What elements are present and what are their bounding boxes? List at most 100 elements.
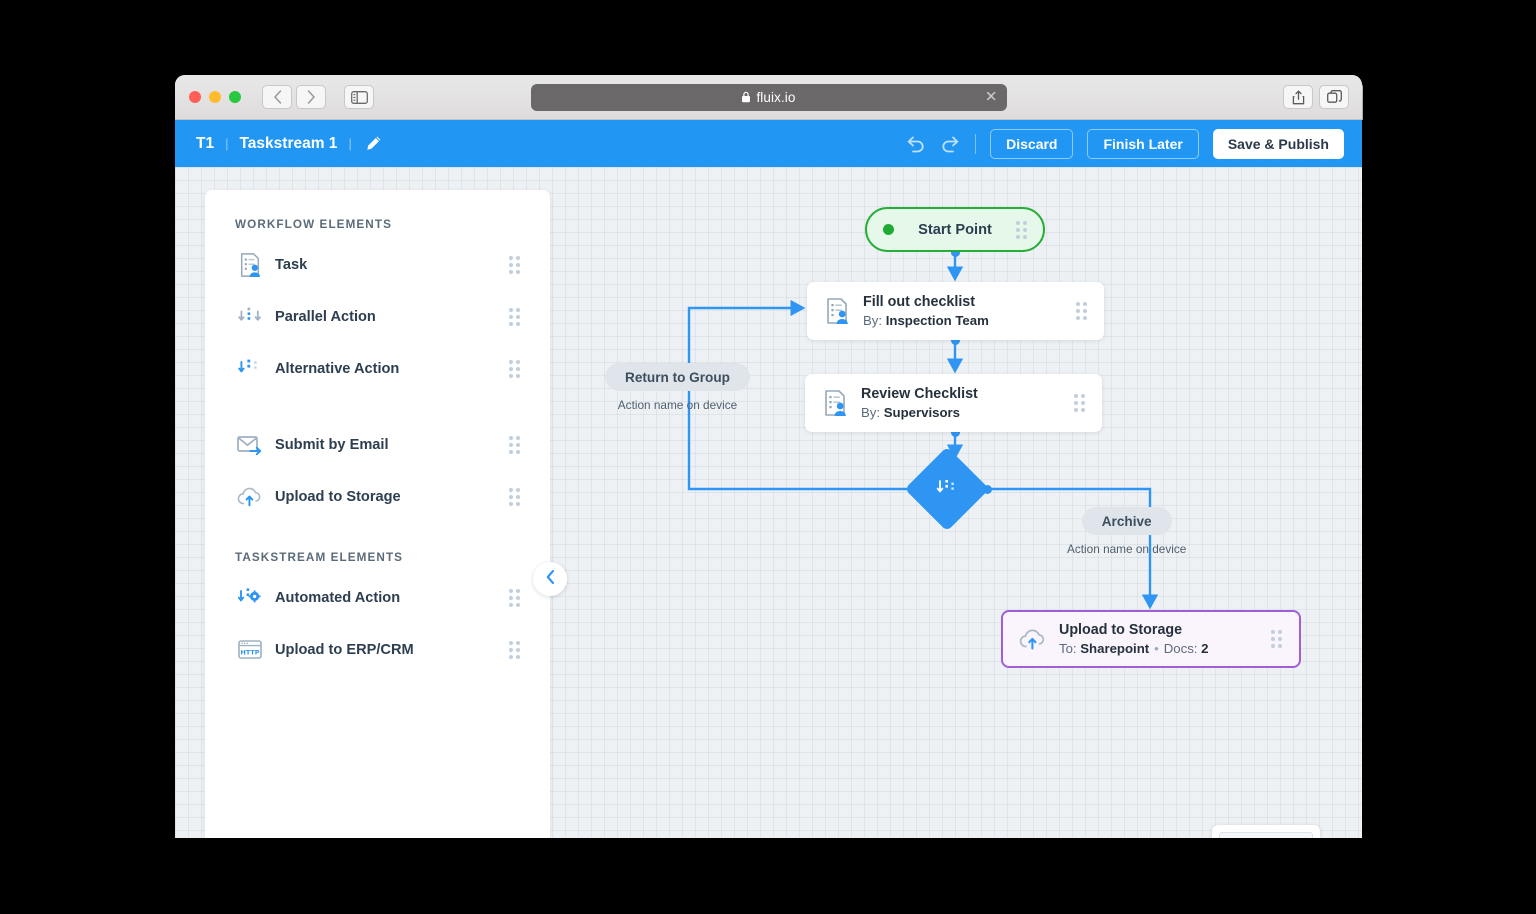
breadcrumb-separator-2: | (348, 136, 352, 151)
cloud-upload-icon (1018, 627, 1048, 652)
connector-port[interactable] (951, 248, 960, 257)
minimize-window-button[interactable] (209, 91, 221, 103)
node-meta-value: Supervisors (883, 404, 960, 420)
sidebar-item-upload-to-storage[interactable]: Upload to Storage (205, 471, 550, 523)
node-title: Fill out checklist (863, 294, 976, 311)
flow-nodes: Start Point (175, 167, 1362, 838)
chevron-left-icon (546, 569, 555, 589)
section-title-workflow-elements: WORKFLOW ELEMENTS (235, 218, 392, 231)
forward-button[interactable] (296, 85, 326, 109)
connector-port[interactable] (951, 428, 960, 437)
node-title: Review Checklist (861, 386, 978, 403)
sidebar-item-submit-by-email[interactable]: Submit by Email (205, 419, 550, 471)
sidebar-item-label: Submit by Email (275, 437, 389, 453)
window-controls (189, 91, 241, 103)
save-publish-button[interactable]: Save & Publish (1212, 128, 1344, 159)
stop-loading-icon[interactable]: ✕ (984, 88, 998, 106)
node-meta-prefix: By: (863, 312, 883, 328)
sidebar-item-label: Upload to ERP/CRM (275, 642, 414, 658)
redo-icon[interactable] (940, 134, 961, 153)
node-text: Upload to Storage To: Sharepoint•Docs: 2 (1059, 621, 1271, 656)
action-pill[interactable]: Archive (1081, 507, 1172, 535)
sidebar-item-task[interactable]: Task (205, 239, 550, 291)
alternative-action-icon (235, 358, 265, 380)
task-icon (235, 252, 265, 278)
browser-window: fluix.io ✕ (175, 75, 1362, 838)
sidebar-item-label: Automated Action (275, 590, 401, 606)
drag-handle[interactable] (509, 256, 520, 274)
sidebar-item-label: Alternative Action (275, 361, 400, 377)
node-meta: By: Supervisors (861, 404, 1074, 421)
url-text: fluix.io (756, 89, 796, 105)
discard-button[interactable]: Discard (990, 128, 1074, 159)
node-meta: By: Inspection Team (863, 312, 1076, 329)
sidebar-item-parallel-action[interactable]: Parallel Action (205, 291, 550, 343)
automated-action-icon (235, 587, 265, 609)
drag-handle[interactable] (509, 488, 520, 506)
task-icon (822, 297, 852, 325)
label-archive[interactable]: Archive Action name on device (1067, 507, 1186, 556)
start-dot-icon (883, 224, 894, 235)
sidebar-toggle-icon[interactable] (344, 85, 374, 109)
minimap-connectors (1220, 833, 1313, 838)
upload-to-value: Sharepoint (1080, 640, 1150, 656)
tabs-icon[interactable] (1319, 85, 1349, 109)
maximize-window-button[interactable] (229, 91, 241, 103)
share-icon[interactable] (1283, 85, 1313, 109)
cloud-upload-icon (235, 485, 265, 509)
drag-handle[interactable] (1271, 630, 1282, 648)
breadcrumb-separator: | (225, 136, 229, 151)
sidebar-item-label: Parallel Action (275, 309, 376, 325)
pencil-icon[interactable] (365, 135, 382, 152)
minimap-viewport[interactable] (1219, 832, 1313, 838)
sidebar-item-alternative-action[interactable]: Alternative Action (205, 343, 550, 395)
drag-handle[interactable] (509, 308, 520, 326)
drag-handle[interactable] (1076, 302, 1087, 320)
back-button[interactable] (262, 85, 292, 109)
label-return-to-group[interactable]: Return to Group Action name on device (605, 363, 750, 412)
undo-icon[interactable] (905, 134, 926, 153)
browser-actions (1283, 85, 1349, 109)
drag-handle[interactable] (509, 641, 520, 659)
sidebar-item-label: Upload to Storage (275, 489, 401, 505)
sidebar-item-label: Task (275, 257, 308, 273)
drag-handle[interactable] (1074, 394, 1085, 412)
panel-collapse-button[interactable] (533, 562, 567, 596)
sidebar-item-upload-to-erp-crm[interactable]: HTTP Upload to ERP/CRM (205, 624, 550, 676)
svg-text:HTTP: HTTP (241, 649, 260, 657)
node-meta-value: Inspection Team (885, 312, 989, 328)
workspace-label[interactable]: T1 (196, 134, 215, 152)
node-title: Upload to Storage (1059, 622, 1183, 639)
drag-handle[interactable] (1016, 220, 1027, 239)
taskstream-title[interactable]: Taskstream 1 (239, 134, 338, 152)
sidebar-item-automated-action[interactable]: Automated Action (205, 572, 550, 624)
minimap[interactable] (1212, 825, 1320, 838)
drag-handle[interactable] (509, 436, 520, 454)
action-caption: Action name on device (1067, 542, 1187, 556)
action-caption: Action name on device (617, 398, 738, 412)
node-review-checklist[interactable]: Review Checklist By: Supervisors (805, 374, 1102, 432)
breadcrumb: T1 | Taskstream 1 | (196, 135, 382, 153)
connector-port[interactable] (983, 485, 992, 494)
finish-later-button[interactable]: Finish Later (1087, 128, 1199, 159)
upload-to-prefix: To: (1059, 640, 1077, 656)
app-toolbar: T1 | Taskstream 1 | (175, 120, 1362, 167)
meta-separator: • (1154, 640, 1159, 656)
drag-handle[interactable] (509, 589, 520, 607)
sidebar-gap (205, 395, 550, 419)
node-upload-to-storage[interactable]: Upload to Storage To: Sharepoint•Docs: 2 (1001, 610, 1301, 668)
section-title-taskstream-elements: TASKSTREAM ELEMENTS (235, 551, 404, 564)
parallel-action-icon (235, 306, 265, 328)
elements-panel: WORKFLOW ELEMENTS (205, 190, 550, 838)
drag-handle[interactable] (509, 360, 520, 378)
action-pill[interactable]: Return to Group (605, 363, 750, 391)
address-bar[interactable]: fluix.io ✕ (530, 83, 1007, 111)
browser-titlebar: fluix.io ✕ (175, 75, 1362, 120)
branch-node[interactable] (904, 446, 990, 532)
node-fill-out-checklist[interactable]: Fill out checklist By: Inspection Team (807, 282, 1104, 340)
start-point-node[interactable]: Start Point (865, 207, 1045, 252)
node-text: Review Checklist By: Supervisors (861, 385, 1074, 420)
node-text: Fill out checklist By: Inspection Team (863, 293, 1076, 328)
close-window-button[interactable] (189, 91, 201, 103)
connector-port[interactable] (951, 336, 960, 345)
